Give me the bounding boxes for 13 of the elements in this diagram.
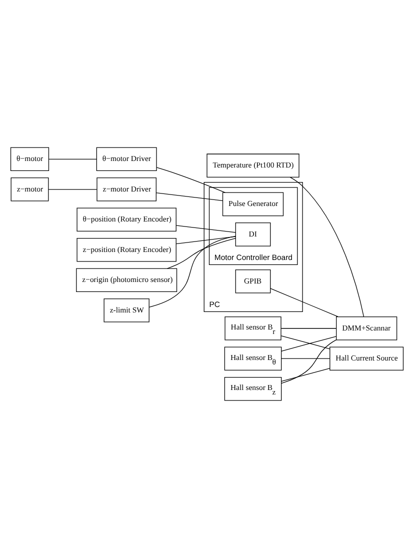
connector bbox=[281, 336, 336, 351]
connector bbox=[281, 368, 330, 382]
connector bbox=[156, 192, 223, 200]
connector bbox=[270, 288, 338, 317]
connector bbox=[176, 224, 236, 232]
connector bbox=[281, 339, 337, 384]
connector bbox=[280, 334, 330, 349]
connector bbox=[148, 235, 236, 307]
connector bbox=[176, 236, 236, 244]
connector bbox=[48, 188, 98, 190]
connector bbox=[48, 158, 97, 159]
connector bbox=[166, 237, 236, 268]
connector bbox=[156, 166, 226, 192]
